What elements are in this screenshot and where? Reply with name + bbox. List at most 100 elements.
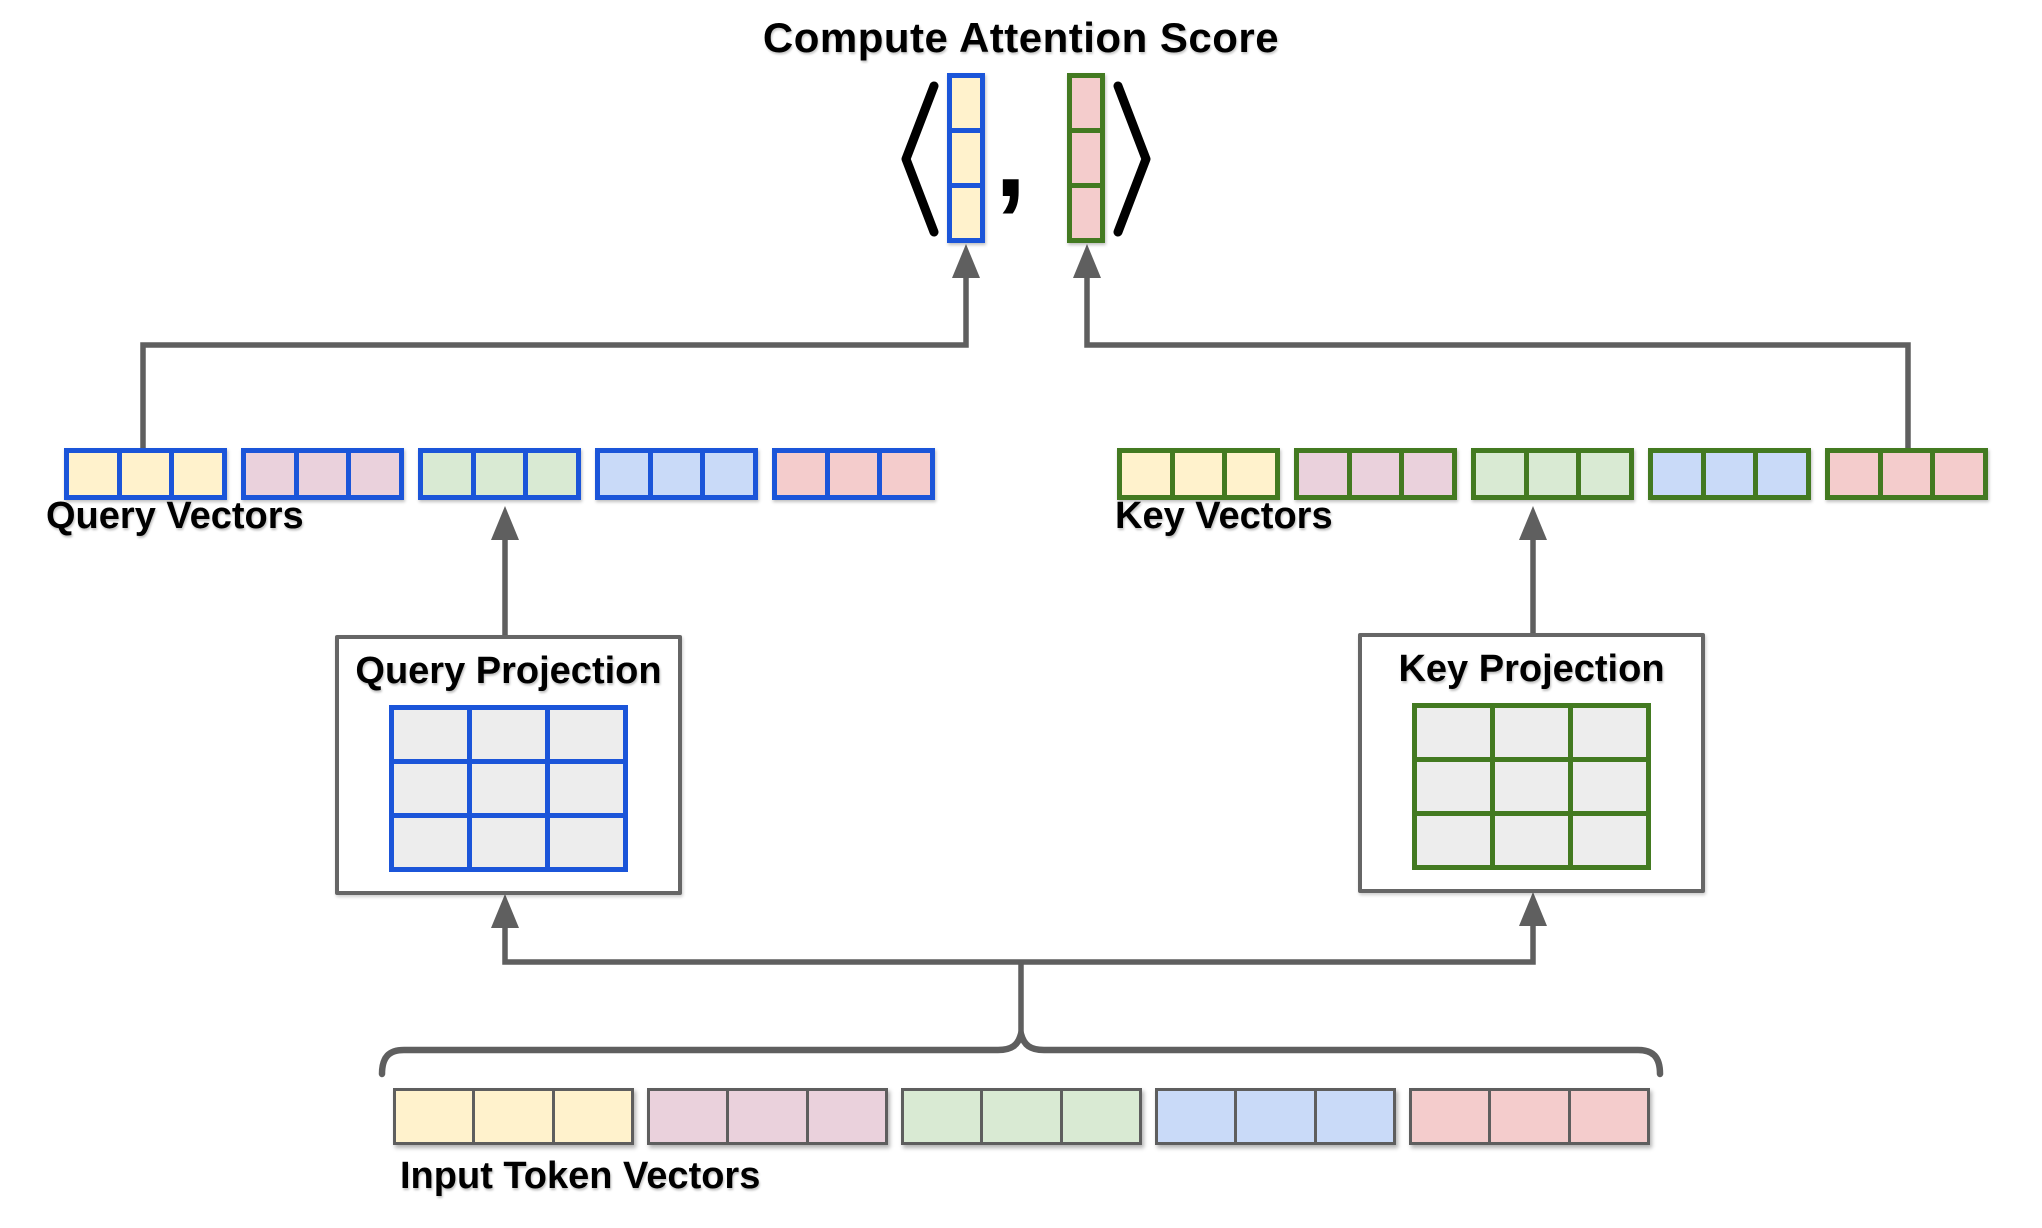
vector-cell [1528, 453, 1577, 495]
matrix-cell [394, 818, 467, 867]
query-vector-group [418, 448, 581, 500]
input-token-group [1155, 1088, 1396, 1145]
key-projection-box: Key Projection [1358, 633, 1705, 893]
matrix-cell [394, 710, 467, 759]
query-projection-label: Query Projection [355, 650, 662, 692]
query-vectors-label: Query Vectors [46, 495, 304, 537]
matrix-cell [550, 818, 623, 867]
vector-cell [1299, 453, 1347, 495]
vector-cell [121, 453, 170, 495]
matrix-cell [952, 78, 980, 128]
angle-bracket-left-icon [901, 81, 939, 237]
query-vectors-row [64, 448, 935, 500]
arrowhead-up-icon [1073, 244, 1101, 278]
matrix-cell [952, 133, 980, 183]
vector-cell [1351, 453, 1400, 495]
connector-query-vectors-to-score [140, 274, 969, 455]
connector-input-to-projections [502, 926, 1536, 965]
query-vector-group [64, 448, 227, 500]
inner-product-comma: , [995, 95, 1026, 220]
vector-cell [1404, 453, 1453, 495]
connector-key-vectors-to-score [1084, 274, 1911, 455]
key-vector-group [1825, 448, 1988, 500]
arrowhead-up-icon [491, 894, 519, 928]
vector-cell [829, 453, 878, 495]
matrix-cell [1417, 762, 1490, 811]
vector-cell [174, 453, 223, 495]
matrix-cell [1495, 816, 1568, 865]
arrowhead-up-icon [491, 506, 519, 540]
matrix-cell [1072, 78, 1100, 128]
vector-cell [1570, 1091, 1647, 1142]
vector-cell [69, 453, 117, 495]
matrix-cell [550, 764, 623, 813]
key-vector-group [1294, 448, 1457, 500]
vector-cell [600, 453, 648, 495]
query-projection-box: Query Projection [335, 635, 682, 895]
vector-cell [983, 1091, 1060, 1142]
vector-cell [298, 453, 347, 495]
matrix-cell [1573, 762, 1646, 811]
vector-cell [528, 453, 577, 495]
vector-cell [554, 1091, 631, 1142]
input-token-group [1409, 1088, 1650, 1145]
vector-cell [475, 1091, 552, 1142]
matrix-cell [472, 710, 545, 759]
vector-cell [1882, 453, 1931, 495]
vector-cell [1316, 1091, 1393, 1142]
vector-cell [1653, 453, 1701, 495]
vector-cell [729, 1091, 806, 1142]
vector-cell [1227, 453, 1276, 495]
vector-cell [650, 1091, 727, 1142]
angle-bracket-right-icon [1113, 81, 1151, 237]
matrix-cell [1495, 708, 1568, 757]
matrix-cell [1573, 816, 1646, 865]
matrix-cell [472, 764, 545, 813]
vector-cell [1237, 1091, 1314, 1142]
input-token-group [393, 1088, 634, 1145]
matrix-cell [1072, 133, 1100, 183]
vector-cell [1476, 453, 1524, 495]
vector-cell [1935, 453, 1984, 495]
score-key-operand-vector [1067, 73, 1105, 243]
vector-cell [396, 1091, 473, 1142]
matrix-cell [952, 188, 980, 238]
vector-cell [1705, 453, 1754, 495]
key-vectors-row [1117, 448, 1988, 500]
vector-cell [808, 1091, 885, 1142]
vector-cell [882, 453, 931, 495]
vector-cell [1062, 1091, 1139, 1142]
vector-cell [777, 453, 825, 495]
key-vector-group [1117, 448, 1280, 500]
vector-cell [1412, 1091, 1489, 1142]
curly-brace-icon [378, 1021, 1664, 1078]
vector-cell [1581, 453, 1630, 495]
vector-cell [246, 453, 294, 495]
input-token-vectors-label: Input Token Vectors [400, 1155, 761, 1197]
vector-cell [1830, 453, 1878, 495]
query-vector-group [241, 448, 404, 500]
arrowhead-up-icon [1519, 892, 1547, 926]
matrix-cell [1495, 762, 1568, 811]
vector-cell [1174, 453, 1223, 495]
matrix-cell [1573, 708, 1646, 757]
vector-cell [475, 453, 524, 495]
diagram-title: Compute Attention Score [762, 14, 1280, 61]
query-projection-matrix [389, 705, 628, 872]
vector-cell [1122, 453, 1170, 495]
key-projection-matrix [1412, 703, 1651, 870]
query-vector-group [772, 448, 935, 500]
arrowhead-up-icon [952, 244, 980, 278]
key-vector-group [1471, 448, 1634, 500]
vector-cell [705, 453, 754, 495]
vector-cell [351, 453, 400, 495]
input-token-group [901, 1088, 1142, 1145]
vector-cell [1158, 1091, 1235, 1142]
query-vector-group [595, 448, 758, 500]
vector-cell [904, 1091, 981, 1142]
score-query-operand-vector [947, 73, 985, 243]
matrix-cell [472, 818, 545, 867]
matrix-cell [550, 710, 623, 759]
key-vectors-label: Key Vectors [1115, 495, 1333, 537]
